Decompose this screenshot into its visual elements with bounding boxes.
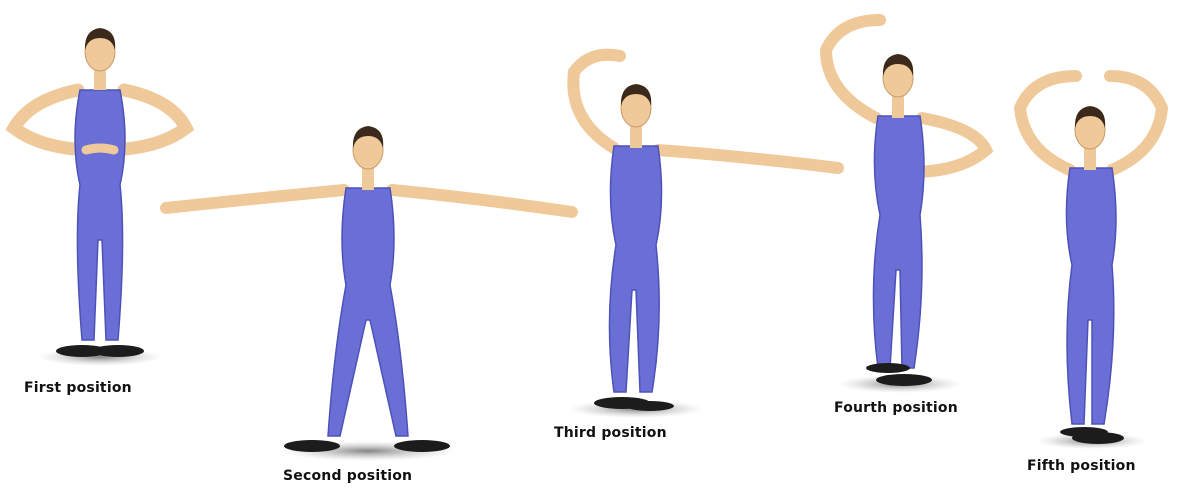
leotard (1066, 168, 1116, 424)
neck (94, 70, 106, 90)
shoe (866, 363, 910, 373)
raised-arm-left (1020, 76, 1076, 170)
left-arm (166, 190, 344, 208)
raised-arm-right (1110, 76, 1162, 170)
neck (362, 168, 374, 190)
leotard (328, 188, 408, 436)
dancer-fourth-position (826, 20, 986, 393)
leotard (75, 90, 125, 340)
dancer-second-position (166, 126, 572, 461)
caption-second-position: Second position (283, 468, 412, 484)
caption-third-position: Third position (554, 425, 667, 441)
neck (630, 126, 642, 148)
caption-fourth-position: Fourth position (834, 400, 958, 416)
shoe (92, 345, 144, 357)
caption-fifth-position: Fifth position (1027, 458, 1136, 474)
dancer-fifth-position (1020, 76, 1162, 449)
shoe (876, 374, 932, 386)
leotard (873, 116, 924, 368)
hands (86, 148, 114, 150)
neck (892, 96, 904, 118)
raised-arm (573, 55, 620, 148)
neck (1084, 148, 1096, 170)
shoe (1072, 432, 1124, 444)
caption-first-position: First position (24, 380, 132, 396)
shoe (394, 440, 450, 452)
leotard (609, 146, 661, 392)
dancer-first-position (14, 28, 186, 366)
shoe (284, 440, 340, 452)
right-arm (392, 190, 572, 212)
raised-arm (826, 20, 880, 118)
shoe (626, 401, 674, 411)
dancer-third-position (568, 55, 838, 418)
side-arm (658, 150, 838, 168)
